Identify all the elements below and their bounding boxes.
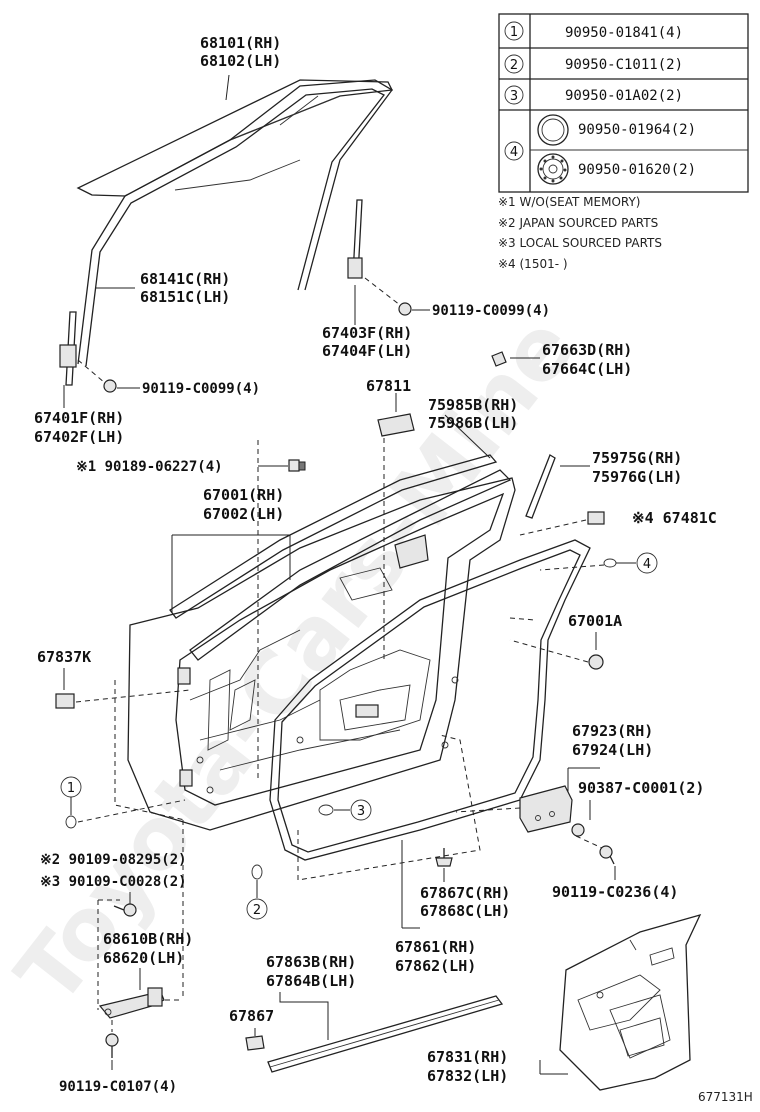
table-part-4b: 90950-01620(2): [578, 162, 696, 178]
label-check-lh: 68620(LH): [103, 949, 184, 967]
label-clip2: 67867: [229, 1007, 274, 1025]
table-part-1: 90950-01841(4): [565, 25, 683, 41]
label-bolt-c: 90387-C0001(2): [578, 779, 704, 797]
label-run-lh: 68151C(LH): [140, 288, 230, 306]
label-bolt-f: ※3 90109-C0028(2): [40, 874, 187, 890]
belt-seal: [169, 454, 498, 619]
label-ch-rear-rh: 67403F(RH): [322, 324, 412, 342]
bolt-b-icon: [103, 379, 117, 393]
clip2-icon: [245, 1035, 265, 1051]
belt-molding: [267, 995, 504, 1073]
callout-1: 1: [67, 781, 75, 796]
callout-3-marker: [350, 799, 372, 821]
label-weather-rh: 75985B(RH): [428, 396, 518, 414]
bolt-d-icon: [599, 845, 615, 865]
bolt-g-icon: [105, 1033, 119, 1058]
fastener-table: 1 90950-01841(4) 2 90950-C1011(2) 3 9095…: [498, 13, 749, 193]
label-screw-note: ※1 90189-06227(4): [76, 459, 223, 475]
label-panel-lh: 67002(LH): [203, 505, 284, 523]
front-channel: [59, 311, 77, 386]
table-marker-1: 1: [510, 25, 518, 40]
label-ch-front-rh: 67401F(RH): [34, 409, 124, 427]
label-clip-lh: 67868C(LH): [420, 902, 510, 920]
bolt-c-icon: [571, 823, 585, 837]
cushion-icon: [587, 511, 605, 525]
note-3: ※3 LOCAL SOURCED PARTS: [498, 236, 662, 250]
callout-4-marker: [636, 552, 658, 574]
table-part-4a: 90950-01964(2): [578, 122, 696, 138]
nut-icon: [588, 654, 604, 670]
label-garnish-rh: 75975G(RH): [592, 449, 682, 467]
label-bracket-rh: 67663D(RH): [542, 341, 632, 359]
label-pad: 67811: [366, 377, 411, 395]
label-ch-front-lh: 67402F(LH): [34, 428, 124, 446]
dotted-grommet-icon: [537, 153, 569, 185]
label-check-rh: 68610B(RH): [103, 930, 193, 948]
label-panel-a: 67001A: [568, 612, 622, 630]
table-marker-3: 3: [510, 89, 518, 104]
label-bracket-lh: 67664C(LH): [542, 360, 632, 378]
label-weather-lh: 75986B(LH): [428, 414, 518, 432]
clip-k-icon: [55, 693, 75, 709]
label-bolt-a: 90119-C0099(4): [432, 303, 550, 319]
label-bolt-g: 90119-C0107(4): [59, 1079, 177, 1095]
table-border: [498, 13, 749, 193]
grommet-icon: [537, 114, 569, 146]
label-clip-rh: 67867C(RH): [420, 884, 510, 902]
label-clip-k: 67837K: [37, 648, 91, 666]
screw-icon: [288, 459, 306, 472]
callout-2-marker: [246, 898, 268, 920]
label-run-rh: 68141C(RH): [140, 270, 230, 288]
door-weatherstrip: [269, 539, 591, 861]
door-stop-icon: [519, 785, 573, 833]
glass-run: [77, 79, 393, 367]
label-ws-lh: 67862(LH): [395, 957, 476, 975]
upper-seal: [189, 469, 512, 661]
table-marker-4: 4: [510, 145, 518, 160]
note-2: ※2 JAPAN SOURCED PARTS: [498, 216, 658, 230]
door-trim-panel: [559, 913, 702, 1091]
label-belt-lh: 67864B(LH): [266, 972, 356, 990]
table-marker-2: 2: [510, 58, 518, 73]
rear-channel: [347, 199, 363, 279]
label-stop-lh: 67924(LH): [572, 741, 653, 759]
diagram-code: 677131H: [698, 1090, 753, 1104]
table-part-2: 90950-C1011(2): [565, 57, 683, 73]
label-cushion: ※4 67481C: [632, 509, 717, 527]
label-trim-rh: 67831(RH): [427, 1048, 508, 1066]
label-panel-rh: 67001(RH): [203, 486, 284, 504]
bolt-a-icon: [398, 302, 412, 316]
label-ws-rh: 67861(RH): [395, 938, 476, 956]
note-4: ※4 (1501- ): [498, 257, 568, 271]
bolt-e-icon: [113, 903, 137, 917]
callout-3: 3: [357, 804, 365, 819]
note-1: ※1 W/O(SEAT MEMORY): [498, 195, 640, 209]
label-belt-rh: 67863B(RH): [266, 953, 356, 971]
clip-c-icon: [435, 848, 453, 867]
label-glass-lh: 68102(LH): [200, 52, 281, 70]
label-glass-rh: 68101(RH): [200, 34, 281, 52]
label-garnish-lh: 75976G(LH): [592, 468, 682, 486]
pad-icon: [377, 413, 415, 437]
door-glass: [76, 79, 393, 197]
callout-2: 2: [253, 903, 261, 918]
door-check-icon: [98, 987, 165, 1019]
label-trim-lh: 67832(LH): [427, 1067, 508, 1085]
label-ch-rear-lh: 67404F(LH): [322, 342, 412, 360]
garnish-piece: [525, 454, 556, 519]
table-part-3: 90950-01A02(2): [565, 88, 683, 104]
label-stop-rh: 67923(RH): [572, 722, 653, 740]
label-bolt-d: 90119-C0236(4): [552, 883, 678, 901]
label-bolt-b: 90119-C0099(4): [142, 381, 260, 397]
callout-4: 4: [643, 557, 651, 572]
bracket-icon: [491, 351, 507, 367]
label-bolt-e: ※2 90109-08295(2): [40, 852, 187, 868]
